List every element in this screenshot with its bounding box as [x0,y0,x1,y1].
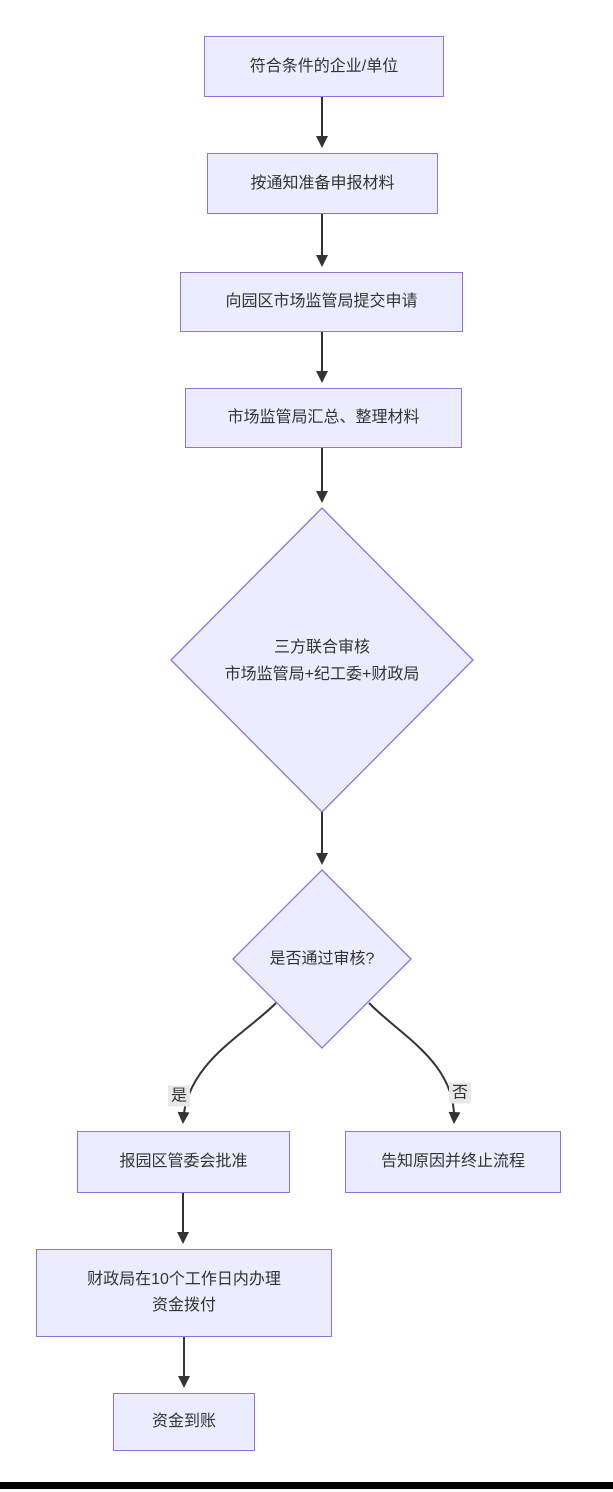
node-fund-disbursement: 财政局在10个工作日内办理 资金拨付 [36,1249,332,1337]
edge-label-yes: 是 [167,1085,191,1107]
edge-decision-no [368,1002,461,1124]
node-prepare-materials: 按通知准备申报材料 [207,153,438,214]
node-collect-materials: 市场监管局汇总、整理材料 [185,388,462,448]
edge-label-no: 否 [448,1082,472,1104]
label-pass-decision: 是否通过审核? [269,950,375,968]
label-joint-review: 三方联合审核 市场监管局+纪工委+财政局 [224,639,420,683]
node-report-approval: 报园区管委会批准 [77,1131,290,1193]
diamond-pass-decision [232,869,412,1049]
node-eligible-enterprise: 符合条件的企业/单位 [204,36,444,97]
node-submit-application: 向园区市场监管局提交申请 [180,272,463,332]
node-notify-terminate: 告知原因并终止流程 [345,1131,561,1193]
edge-decision-yes [177,1002,277,1124]
node-funds-received: 资金到账 [113,1393,255,1451]
bottom-border-bar [0,1482,613,1489]
